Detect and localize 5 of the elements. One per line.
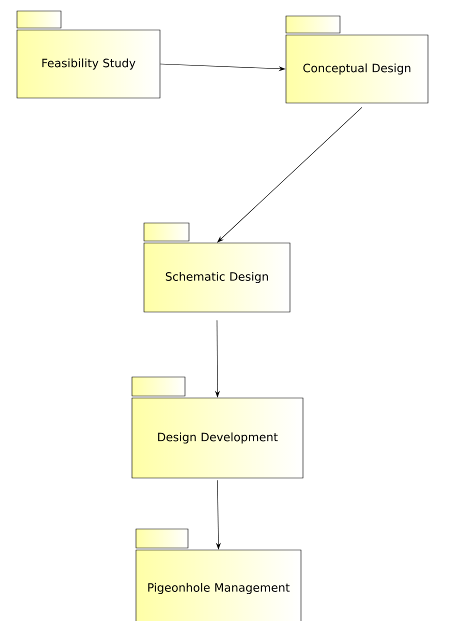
package-box: Schematic Design [144, 222, 290, 312]
package-box: Pigeonhole Management [136, 528, 302, 621]
package-box: Feasibility Study [16, 10, 160, 98]
package-box: Conceptual Design [286, 16, 428, 104]
package-box: Design Development [132, 376, 304, 478]
